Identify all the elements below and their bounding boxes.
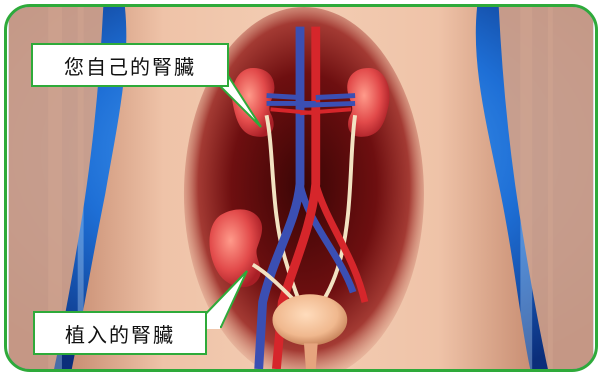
bladder: [272, 294, 347, 345]
illustration-frame: 您自己的腎臟 植入的腎臟: [4, 4, 598, 372]
callout-own-kidney: 您自己的腎臟: [31, 43, 229, 87]
urethra: [304, 343, 318, 369]
callout-transplanted-kidney: 植入的腎臟: [33, 311, 207, 355]
